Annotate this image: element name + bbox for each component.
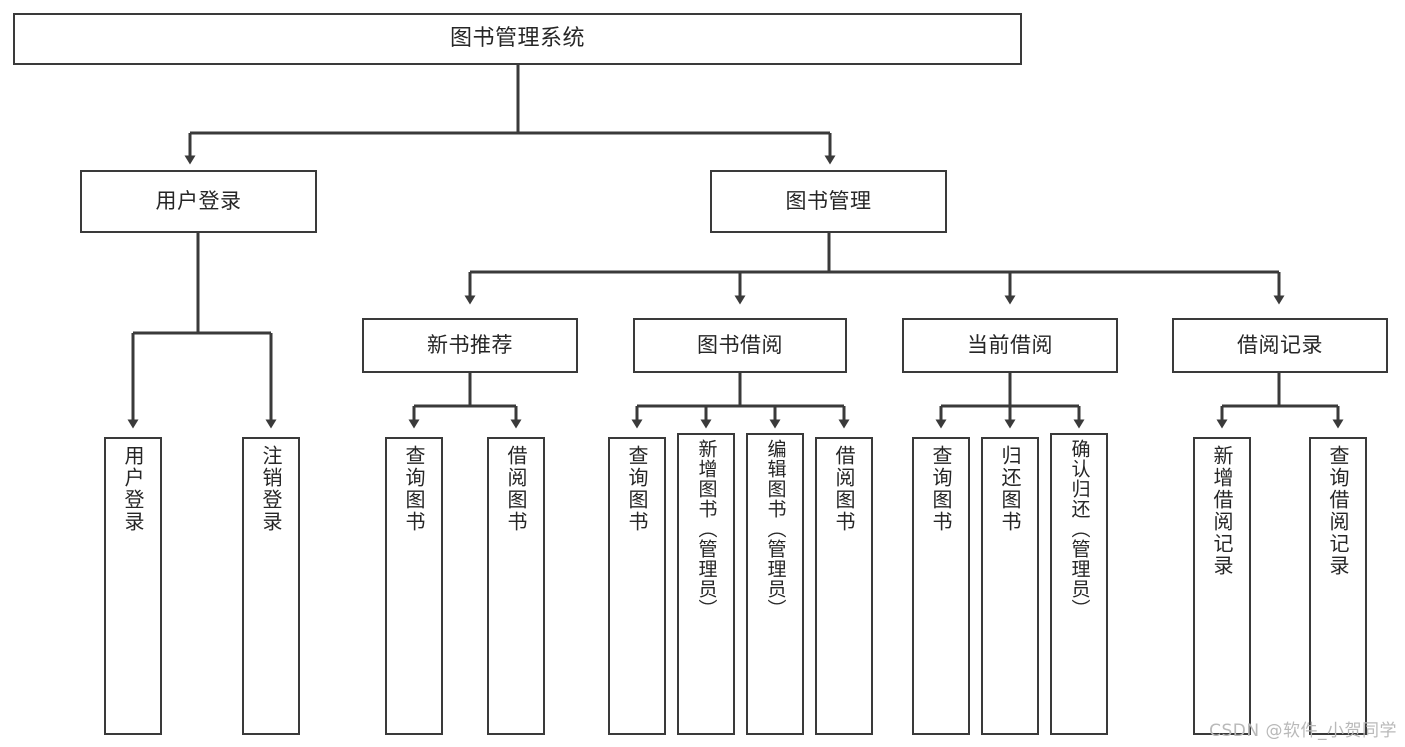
node-label: 用户登录 (155, 188, 242, 213)
node-leaf-query-book-recommend[interactable]: 查询图书 (385, 437, 443, 735)
node-leaf-return-book[interactable]: 归还图书 (981, 437, 1039, 735)
node-leaf-query-book-borrow[interactable]: 查询图书 (608, 437, 666, 735)
node-leaf-add-book-admin[interactable]: 新增图书（管理员） (677, 433, 735, 735)
node-leaf-logout[interactable]: 注销登录 (242, 437, 300, 735)
node-label: 图书管理系统 (449, 25, 585, 51)
node-label: 查询图书 (625, 445, 649, 533)
node-label: 用户登录 (121, 445, 145, 533)
node-label: 新增借阅记录 (1210, 445, 1234, 577)
node-label: 新增图书（管理员） (695, 439, 718, 619)
node-label: 查询借阅记录 (1326, 445, 1350, 577)
node-leaf-borrow-book-recommend[interactable]: 借阅图书 (487, 437, 545, 735)
node-new-book-recommendation[interactable]: 新书推荐 (362, 318, 578, 373)
node-book-borrowing[interactable]: 图书借阅 (633, 318, 847, 373)
node-book-management-system[interactable]: 图书管理系统 (13, 13, 1022, 65)
node-label: 查询图书 (929, 445, 953, 533)
node-leaf-confirm-return-admin[interactable]: 确认归还（管理员） (1050, 433, 1108, 735)
node-leaf-add-borrow-record[interactable]: 新增借阅记录 (1193, 437, 1251, 735)
node-book-management[interactable]: 图书管理 (710, 170, 947, 233)
node-label: 图书借阅 (697, 332, 783, 357)
node-label: 编辑图书（管理员） (764, 439, 787, 619)
node-leaf-query-borrow-record[interactable]: 查询借阅记录 (1309, 437, 1367, 735)
watermark-text: CSDN @软件_小贺同学 (1209, 721, 1397, 741)
node-label: 归还图书 (998, 445, 1022, 533)
node-label: 当前借阅 (967, 332, 1053, 357)
node-label: 查询图书 (402, 445, 426, 533)
node-label: 注销登录 (259, 445, 283, 533)
node-label: 借阅记录 (1237, 332, 1323, 357)
node-user-login[interactable]: 用户登录 (80, 170, 317, 233)
node-label: 确认归还（管理员） (1068, 439, 1091, 619)
node-leaf-query-book-current[interactable]: 查询图书 (912, 437, 970, 735)
node-leaf-user-login[interactable]: 用户登录 (104, 437, 162, 735)
node-label: 借阅图书 (504, 445, 528, 533)
node-leaf-edit-book-admin[interactable]: 编辑图书（管理员） (746, 433, 804, 735)
node-borrowing-record[interactable]: 借阅记录 (1172, 318, 1388, 373)
node-leaf-borrow-book[interactable]: 借阅图书 (815, 437, 873, 735)
node-label: 图书管理 (785, 188, 872, 213)
node-label: 新书推荐 (427, 332, 513, 357)
node-label: 借阅图书 (832, 445, 856, 533)
node-current-borrowing[interactable]: 当前借阅 (902, 318, 1118, 373)
